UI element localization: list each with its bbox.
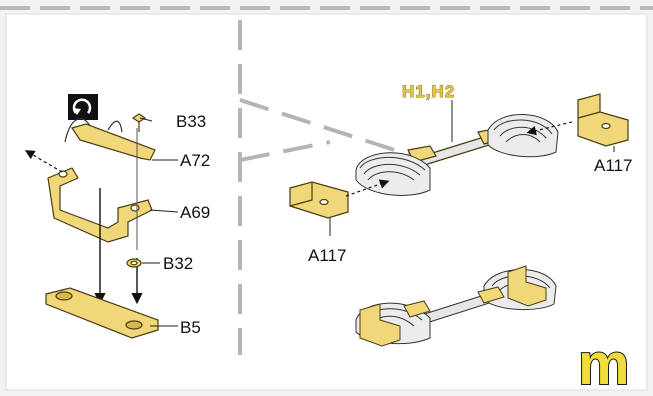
arrow-in-right (526, 121, 573, 136)
label-a72: A72 (180, 151, 210, 170)
rotate-arrow-icon (68, 94, 98, 120)
leader-lines-left (149, 159, 179, 327)
part-b32 (126, 258, 160, 268)
label-a117-left: A117 (308, 246, 346, 265)
section-divider (238, 20, 411, 355)
part-a117-right (577, 93, 629, 147)
arrow-out-left (24, 150, 63, 173)
part-a117-left (289, 181, 349, 219)
assembled-coil-unit (355, 265, 557, 347)
part-a69 (47, 167, 153, 243)
label-b5: B5 (180, 318, 201, 337)
coil-left (355, 152, 431, 196)
step-letter: m (578, 332, 630, 396)
part-b33 (131, 113, 153, 132)
label-b32: B32 (163, 254, 193, 273)
arrow-in-left (345, 179, 390, 197)
label-a69: A69 (180, 203, 210, 222)
part-b5 (45, 287, 159, 339)
part-a72 (64, 117, 156, 161)
label-a117-right: A117 (594, 156, 632, 175)
label-h1-h2: H1,H2 (402, 82, 455, 101)
label-b33: B33 (176, 112, 206, 131)
coil-right (487, 114, 559, 158)
